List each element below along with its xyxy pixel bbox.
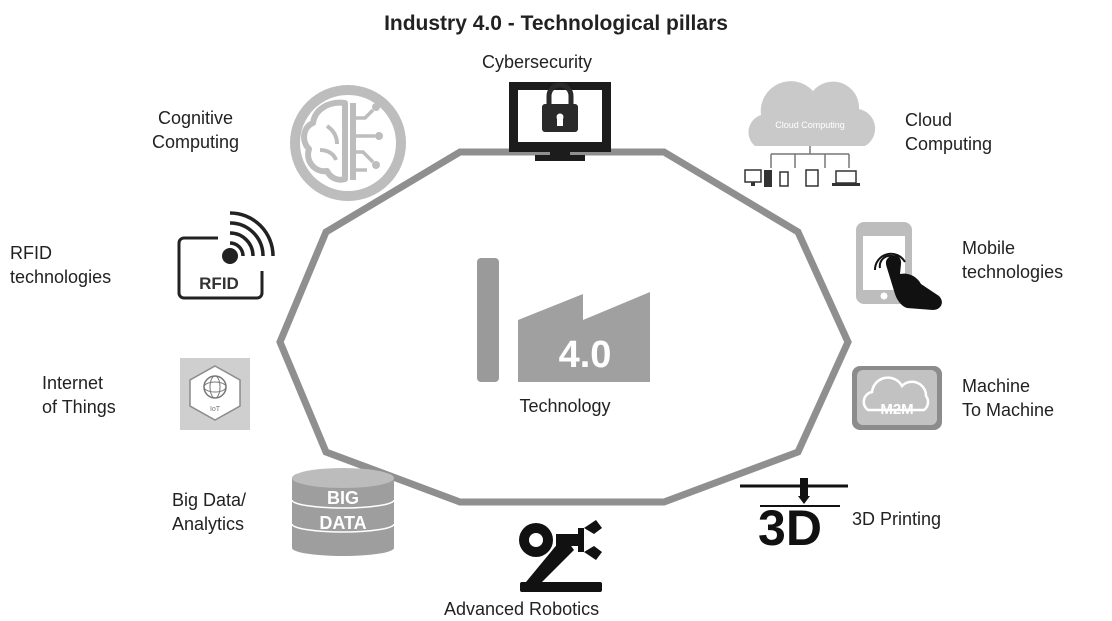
- 3d-printer-icon: 3D: [740, 478, 848, 556]
- diagram-title: Industry 4.0 - Technological pillars: [384, 12, 728, 35]
- iot-icon-text: IoT: [210, 406, 221, 413]
- center-label: Technology: [519, 396, 611, 416]
- rfid-label: RFID technologies: [10, 241, 111, 289]
- iot-label: Internet of Things: [42, 371, 116, 419]
- factory-badge-text: 4.0: [559, 334, 612, 376]
- iot-hexagon-icon: IoT: [180, 358, 250, 430]
- rfid-label-line1: RFID: [10, 243, 52, 263]
- m2m-label-line1: Machine: [962, 376, 1031, 396]
- mobile-technologies-label: Mobile technologies: [962, 236, 1063, 284]
- rfid-icon-text: RFID: [199, 274, 239, 293]
- monitor-lock-icon: [509, 82, 611, 161]
- cloud-label-line2: Computing: [905, 134, 993, 154]
- robot-arm-icon: [519, 520, 602, 592]
- cloud-icon-text: Cloud Computing: [775, 120, 845, 130]
- cloud-label-line1: Cloud: [905, 110, 953, 130]
- cloud-computing-icon: Cloud Computing: [744, 81, 876, 187]
- factory-4-0-icon: 4.0: [477, 258, 650, 382]
- big-data-icon-line1: BIG: [327, 488, 359, 508]
- big-data-icon-line2: DATA: [319, 513, 366, 533]
- 3d-printing-label: 3D Printing: [852, 509, 942, 529]
- cloud-computing-label: Cloud Computing: [905, 108, 992, 156]
- brain-circuit-icon: [290, 85, 406, 201]
- big-data-label-line1: Big Data/: [172, 490, 247, 510]
- mobile-label-line1: Mobile: [962, 238, 1016, 258]
- big-data-database-icon: BIG DATA: [291, 468, 395, 556]
- m2m-label: Machine To Machine: [962, 374, 1054, 422]
- cognitive-label-line1: Cognitive: [158, 108, 234, 128]
- m2m-cloud-icon: M2M: [852, 366, 942, 430]
- central-decagon: [276, 148, 852, 506]
- cognitive-label-line2: Computing: [152, 132, 240, 152]
- 3d-icon-text: 3D: [758, 500, 822, 556]
- big-data-label: Big Data/ Analytics: [172, 488, 246, 536]
- m2m-label-line2: To Machine: [962, 400, 1055, 420]
- rfid-tag-icon: RFID: [177, 211, 275, 300]
- iot-label-line2: of Things: [42, 397, 116, 417]
- rfid-label-line2: technologies: [10, 267, 112, 287]
- m2m-icon-text: M2M: [880, 401, 913, 418]
- mobile-label-line2: technologies: [962, 262, 1064, 282]
- mobile-touch-icon: [856, 222, 942, 310]
- cognitive-computing-label: Cognitive Computing: [152, 106, 239, 154]
- big-data-label-line2: Analytics: [172, 514, 245, 534]
- advanced-robotics-label: Advanced Robotics: [444, 599, 600, 619]
- cybersecurity-label: Cybersecurity: [482, 52, 593, 72]
- iot-label-line1: Internet: [42, 373, 104, 393]
